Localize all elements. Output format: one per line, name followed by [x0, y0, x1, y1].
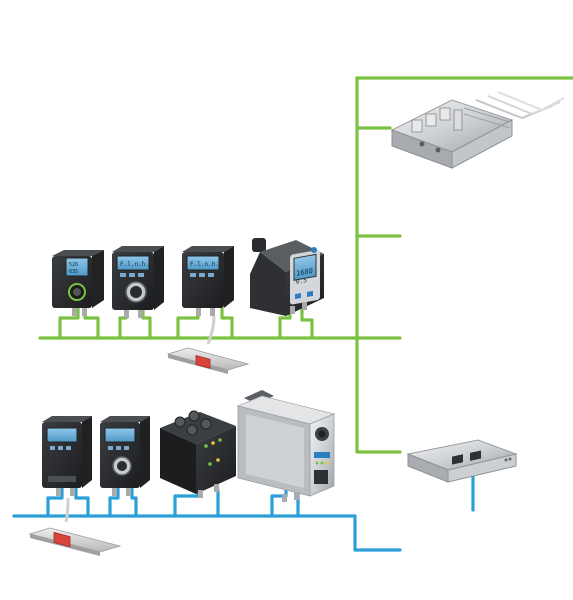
blue-drop-device-2	[108, 484, 120, 518]
green-drop-device-2b	[141, 304, 152, 340]
svg-text:526: 526	[69, 262, 78, 268]
svg-text:035: 035	[69, 269, 78, 275]
servo-drive-silver[interactable]	[236, 390, 336, 502]
position-indicator-b[interactable]	[100, 416, 150, 496]
svg-text:F.l.n.h.: F.l.n.h.	[190, 261, 219, 268]
green-drop-device-3	[176, 304, 200, 340]
compact-position-indicator[interactable]: 526 035	[52, 250, 104, 316]
svg-text:0.5: 0.5	[296, 277, 307, 286]
blue-drop-device-4	[270, 486, 288, 518]
position-indicator-magnetic[interactable]: F.l.n.h.	[182, 246, 234, 316]
magnetic-sensor-icon	[166, 315, 250, 374]
blue-drop-device-2b	[130, 484, 138, 518]
blue-drop-device-3	[173, 488, 200, 518]
green-trunk-vertical	[355, 76, 402, 454]
blue-ethernet	[12, 473, 475, 552]
actuator-with-display[interactable]: 1680 0.5	[250, 238, 324, 316]
blue-drop-device-1b	[74, 484, 90, 518]
network-gateway[interactable]	[406, 439, 518, 483]
green-drop-device-4b	[300, 303, 314, 340]
position-indicator-icon: 526 035	[52, 250, 104, 316]
position-indicator-icon	[42, 416, 92, 496]
drive-icon	[236, 390, 336, 502]
position-indicator-icon	[100, 416, 150, 496]
compact-drive[interactable]	[160, 410, 236, 498]
magnetic-sensor-icon	[28, 497, 122, 556]
position-indicator-icon: F.l.n.h.	[112, 246, 164, 318]
green-fieldbus	[38, 76, 573, 454]
terminal-block-icon	[390, 91, 565, 169]
io-terminal-block[interactable]	[390, 91, 565, 169]
drive-icon	[160, 410, 236, 498]
position-indicator-hollow-shaft[interactable]: F.l.n.h.	[112, 246, 164, 318]
gateway-icon	[406, 439, 518, 483]
blue-bus-bottom-row	[12, 514, 402, 552]
svg-text:1680: 1680	[296, 266, 313, 278]
magnetic-tape-sensor-top[interactable]	[166, 315, 250, 374]
green-drop-device-3b	[220, 304, 234, 340]
position-indicator-icon: F.l.n.h.	[182, 246, 234, 316]
svg-text:F.l.n.h.: F.l.n.h.	[120, 261, 149, 268]
actuator-icon: 1680 0.5	[250, 238, 324, 316]
blue-drop-device-1	[46, 484, 64, 518]
green-drop-device-1	[58, 298, 80, 340]
position-indicator-a[interactable]	[42, 416, 92, 496]
magnetic-tape-sensor-bottom[interactable]	[28, 497, 122, 556]
